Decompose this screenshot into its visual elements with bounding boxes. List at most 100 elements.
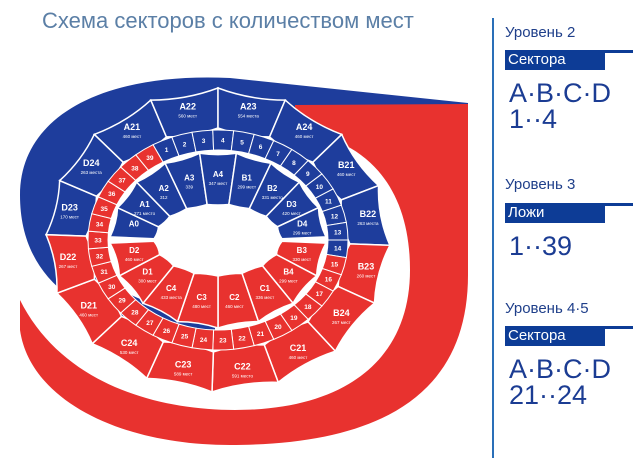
box-label: 20 (274, 324, 282, 331)
box-label: 37 (118, 177, 126, 184)
box-2 (171, 131, 197, 157)
box-label: 1 (165, 147, 169, 154)
sector-capacity: 460 мест (79, 312, 98, 317)
sector-label: B1 (242, 174, 253, 183)
sector-capacity: 271 место (134, 211, 156, 216)
sector-label: C22 (234, 361, 251, 371)
sector-label: B22 (360, 209, 377, 219)
sector-capacity: 267 мест (332, 320, 351, 325)
sector-label: D23 (61, 202, 78, 212)
box-label: 19 (290, 315, 298, 322)
sector-capacity: 589 мест (174, 371, 193, 376)
sector-capacity: 267 мест (59, 264, 78, 269)
sector-label: B23 (358, 261, 375, 271)
page-title: Схема секторов с количеством мест (42, 8, 414, 33)
box-22 (230, 325, 255, 350)
box-label: 17 (316, 291, 324, 298)
sector-capacity: 299 мест (279, 279, 298, 284)
box-label: 18 (304, 304, 312, 311)
sector-label: C21 (290, 343, 307, 353)
sector-capacity: 347 мест (209, 181, 228, 186)
sector-d4 (276, 206, 328, 240)
box-25 (171, 323, 197, 349)
sector-label: D2 (129, 246, 140, 255)
box-label: 16 (325, 277, 333, 284)
box-6 (247, 133, 275, 160)
sector-capacity: 260 мест (357, 273, 376, 278)
box-4 (212, 129, 235, 152)
box-label: 29 (118, 298, 126, 305)
sector-capacity: 420 мест (282, 211, 301, 216)
red-swoosh (20, 104, 468, 445)
box-label: 11 (325, 198, 332, 205)
box-28 (119, 299, 150, 326)
legend-band-sectors-2: Сектора (505, 50, 633, 70)
sector-label: A22 (179, 102, 196, 112)
sector-label: B4 (283, 268, 294, 277)
box-3 (191, 129, 215, 153)
sector-label: D22 (60, 252, 77, 262)
box-11 (314, 188, 342, 213)
box-label: 9 (306, 171, 310, 178)
box-31 (91, 260, 118, 284)
box-19 (279, 304, 309, 332)
box-32 (87, 246, 112, 267)
sector-label: A23 (240, 102, 257, 112)
box-label: 36 (108, 191, 116, 198)
sector-label: A4 (213, 170, 224, 179)
box-label: 14 (334, 246, 342, 253)
sector-capacity: 299 мест (293, 230, 312, 235)
sector-capacity: 460 мест (125, 257, 144, 262)
sector-label: C4 (166, 284, 177, 293)
box-label: 10 (316, 184, 324, 191)
sector-capacity: 460 мест (337, 172, 356, 177)
box-34 (87, 213, 112, 234)
box-5 (230, 130, 255, 155)
box-23 (212, 328, 235, 351)
sector-label: B24 (333, 308, 350, 318)
box-label: 32 (96, 254, 104, 261)
sector-capacity: 530 мест (120, 350, 139, 355)
legend-range-3: 1··39 (509, 231, 573, 261)
box-label: 30 (108, 284, 116, 291)
sector-label: B2 (267, 184, 278, 193)
sector-label: C2 (229, 293, 240, 302)
sector-capacity: 312 (160, 195, 168, 200)
box-27 (135, 309, 164, 336)
sector-label: C1 (260, 284, 271, 293)
sector-label: C23 (175, 359, 192, 369)
box-label: 22 (238, 335, 246, 342)
legend-band-boxes: Ложи (505, 203, 633, 223)
box-7 (264, 139, 293, 167)
box-9 (293, 159, 323, 187)
legend-band-sectors-45: Сектора (505, 326, 633, 346)
sector-capacity: 170 мест (60, 214, 79, 219)
legend-level-2: Уровень 2 (505, 24, 576, 41)
box-label: 2 (183, 141, 187, 148)
box-38 (119, 154, 150, 181)
box-12 (321, 204, 347, 227)
box-label: 38 (131, 165, 139, 172)
box-18 (293, 293, 323, 321)
box-label: 12 (331, 214, 339, 221)
sector-capacity: 460 мест (295, 134, 314, 139)
legend-range-2: 1··4 (509, 104, 558, 134)
sector-capacity: 263 места (81, 170, 103, 175)
box-label: 26 (163, 328, 171, 335)
box-label: 24 (200, 337, 208, 344)
box-label: 25 (181, 334, 189, 341)
sector-capacity: 300 мест (138, 279, 157, 284)
sector-capacity: 330 мест (292, 257, 311, 262)
blue-swoosh (20, 77, 468, 340)
box-17 (305, 281, 334, 307)
sector-label: D3 (286, 200, 297, 209)
box-20 (264, 313, 293, 341)
sector-label: A24 (296, 122, 313, 132)
sector-capacity: 554 места (238, 114, 260, 119)
box-label: 35 (101, 206, 109, 213)
sector-d2 (108, 240, 161, 278)
sector-capacity: 331 место (262, 195, 284, 200)
box-15 (321, 253, 347, 276)
